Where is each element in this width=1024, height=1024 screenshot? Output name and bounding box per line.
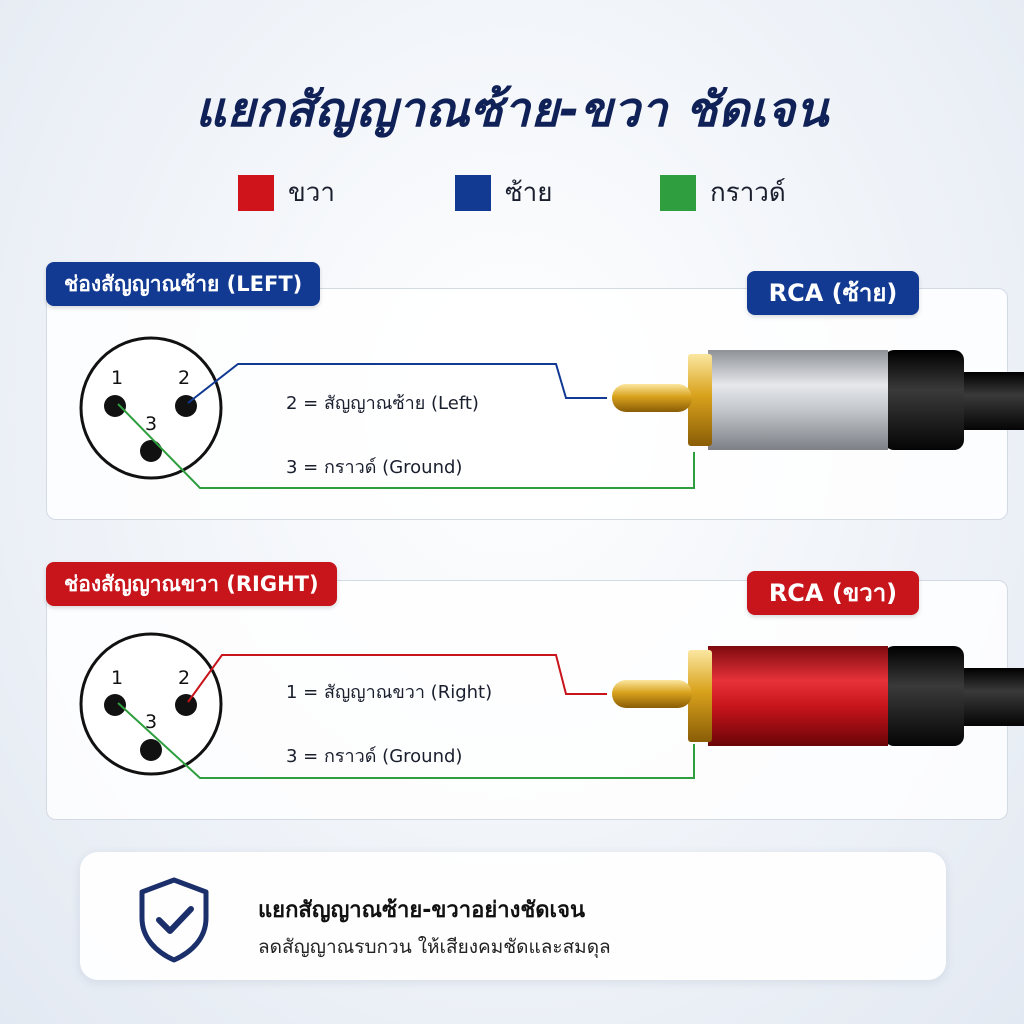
left-rca-plug xyxy=(612,350,1024,450)
feature-title: แยกสัญญาณซ้าย-ขวาอย่างชัดเจน xyxy=(258,898,585,923)
xlr-pin-2-right xyxy=(175,694,197,716)
right-ground-wire xyxy=(117,702,695,779)
right-signal-wire xyxy=(187,654,607,703)
right-plug-collar xyxy=(688,650,712,742)
right-channel-tag: ช่องสัญญาณขวา (RIGHT) xyxy=(46,562,337,606)
left-plug-boot xyxy=(884,350,964,450)
legend-label-left: ซ้าย xyxy=(505,178,553,208)
color-legend: ขวา ซ้าย กราวด์ xyxy=(0,172,1024,212)
left-xlr-connector xyxy=(79,336,223,480)
right-ground-label: 3 = กราวด์ (Ground) xyxy=(286,746,463,767)
feature-subtitle: ลดสัญญาณรบกวน ให้เสียงคมชัดและสมดุล xyxy=(258,936,611,958)
xlr-pin-1-right xyxy=(104,694,126,716)
legend-swatch-blue xyxy=(455,174,491,211)
legend-item-ground: กราวด์ xyxy=(660,172,786,213)
left-ground-label: 3 = กราวด์ (Ground) xyxy=(286,457,463,478)
feature-card: แยกสัญญาณซ้าย-ขวาอย่างชัดเจน ลดสัญญาณรบก… xyxy=(80,852,946,980)
legend-label-ground: กราวด์ xyxy=(710,178,786,208)
right-xlr-connector xyxy=(79,632,223,776)
pin-label-2-left: 2 xyxy=(178,367,190,389)
right-rca-tag: RCA (ขวา) xyxy=(747,571,919,615)
pin-label-1-left: 1 xyxy=(111,367,123,389)
left-plug-body-silver xyxy=(708,350,888,450)
left-ground-wire xyxy=(117,403,695,489)
left-signal-wire xyxy=(187,363,607,404)
legend-label-right: ขวา xyxy=(288,178,335,208)
xlr-face-left xyxy=(79,336,223,480)
left-cable xyxy=(960,372,1024,430)
right-signal-label: 1 = สัญญาณขวา (Right) xyxy=(286,682,493,703)
left-signal-label: 2 = สัญญาณซ้าย (Left) xyxy=(286,393,479,414)
left-rca-tag: RCA (ซ้าย) xyxy=(747,271,919,315)
legend-swatch-red xyxy=(238,174,274,211)
xlr-pin-3-right xyxy=(140,739,162,761)
xlr-pin-3-left xyxy=(140,440,162,462)
legend-item-right: ขวา xyxy=(238,172,335,213)
xlr-face-right xyxy=(79,632,223,776)
page-title: แยกสัญญาณซ้าย-ขวา ชัดเจน xyxy=(195,82,829,138)
right-plug-pin xyxy=(612,680,692,708)
left-plug-collar xyxy=(688,354,712,446)
pin-label-1-right: 1 xyxy=(111,667,123,689)
left-plug-pin xyxy=(612,384,692,412)
right-plug-boot xyxy=(884,646,964,746)
legend-swatch-green xyxy=(660,174,696,211)
shield-check-icon xyxy=(139,877,209,963)
pin-label-2-right: 2 xyxy=(178,667,190,689)
right-cable xyxy=(960,668,1024,726)
right-plug-body-red xyxy=(708,646,888,746)
pin-label-3-left: 3 xyxy=(145,413,157,435)
right-rca-plug xyxy=(612,646,1024,746)
left-channel-tag: ช่องสัญญาณซ้าย (LEFT) xyxy=(46,262,321,306)
pin-label-3-right: 3 xyxy=(145,711,157,733)
legend-item-left: ซ้าย xyxy=(455,172,552,213)
xlr-pin-1-left xyxy=(104,395,126,417)
